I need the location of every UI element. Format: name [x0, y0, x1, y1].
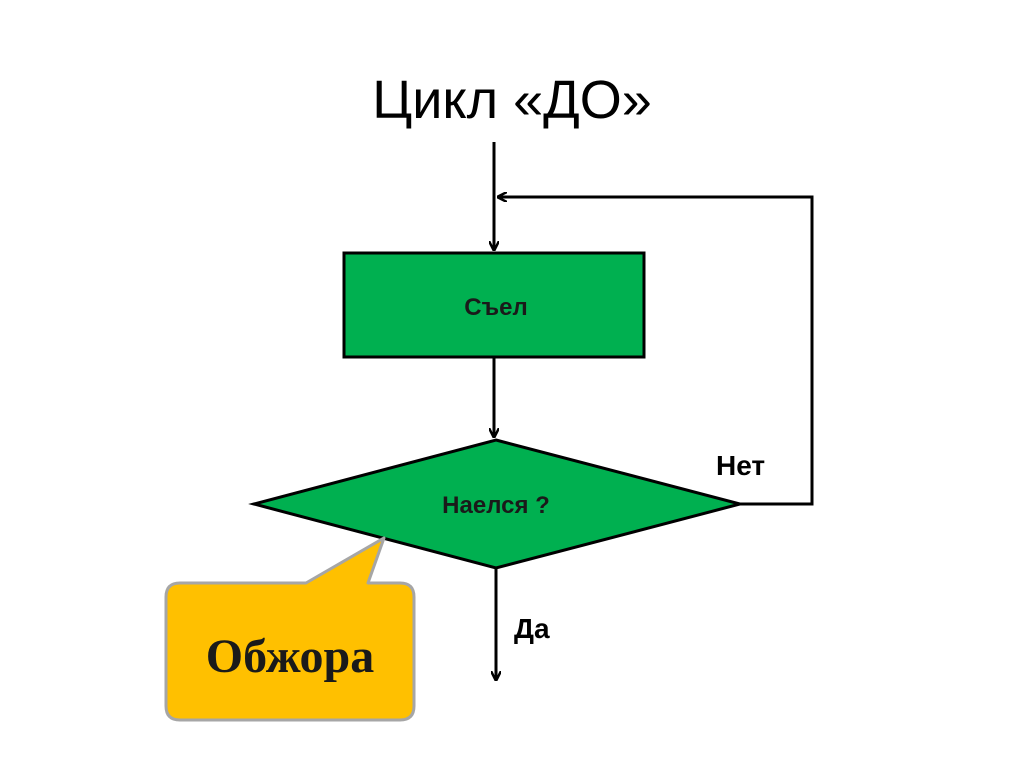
process-block — [342, 251, 646, 359]
process-label: Съел — [464, 294, 527, 321]
decision-label: Наелся ? — [442, 492, 550, 519]
yes-branch-label: Да — [514, 613, 550, 644]
loop-back-line — [498, 197, 814, 506]
page-title: Цикл «ДО» — [372, 70, 652, 130]
callout-bubble — [164, 536, 416, 722]
callout-label: Обжора — [206, 630, 374, 683]
no-branch-label: Нет — [716, 450, 765, 481]
